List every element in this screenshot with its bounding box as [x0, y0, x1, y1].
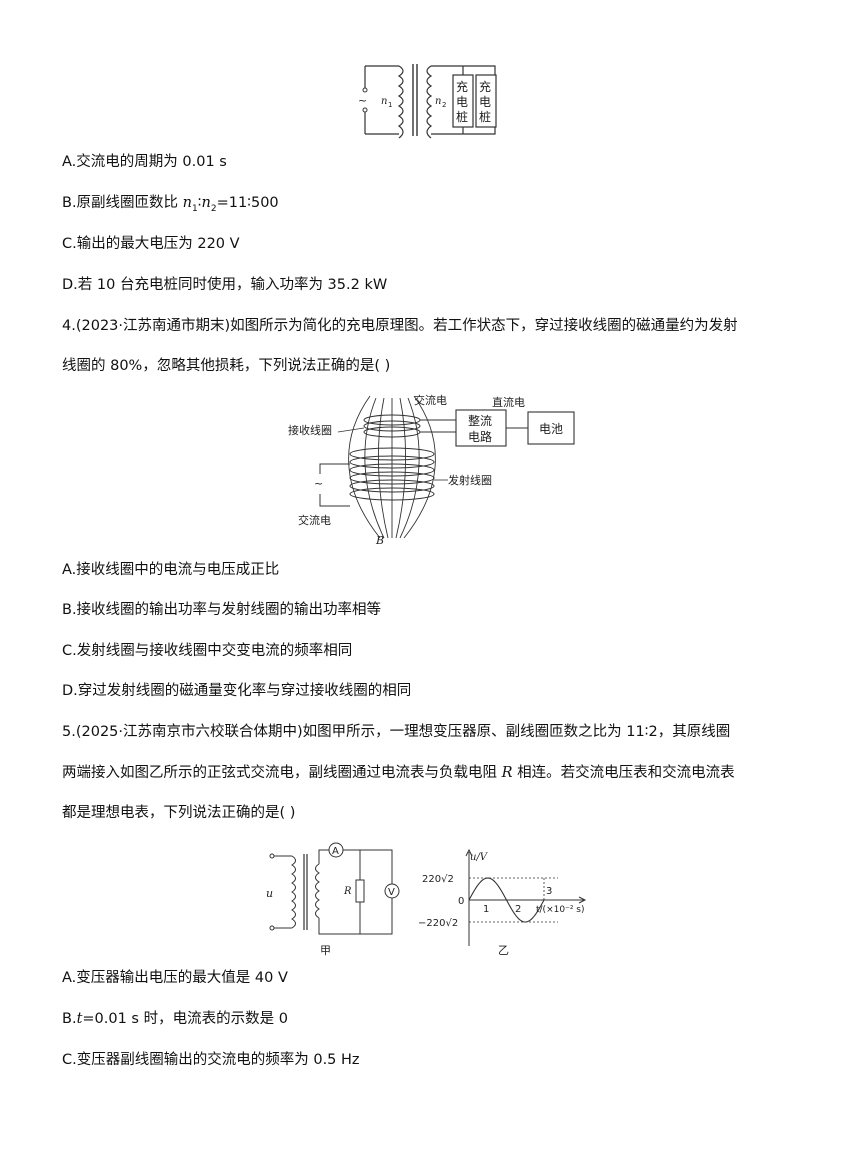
svg-text:A: A	[332, 846, 339, 857]
q4-option-b: B.接收线圈的输出功率与发射线圈的输出功率相等	[62, 602, 382, 618]
q5-stem-line1: 5.(2025·江苏南京市六校联合体期中)如图甲所示，一理想变压器原、副线圈匝数…	[62, 724, 731, 740]
q5-stem-line3: 都是理想电表，下列说法正确的是( )	[62, 805, 296, 821]
sine-wave	[468, 877, 545, 923]
svg-text:电路: 电路	[468, 429, 492, 444]
charging-pile-box	[452, 74, 474, 128]
svg-text:充: 充	[479, 79, 491, 94]
positive-peak-label: 220√2	[422, 874, 454, 885]
svg-text:充: 充	[456, 79, 468, 94]
fig-yi-label: 乙	[498, 944, 509, 957]
q5-option-a: A.变压器输出电压的最大值是 40 V	[62, 970, 288, 986]
transmitting-coil-label: 发射线圈	[448, 473, 492, 487]
n2-label: n	[435, 96, 441, 107]
svg-text:桩: 桩	[479, 109, 491, 124]
q5-option-c: C.变压器副线圈输出的交流电的频率为 0.5 Hz	[62, 1052, 360, 1068]
ac-top-label: 交流电	[414, 393, 447, 407]
svg-text:电: 电	[456, 95, 468, 109]
t-axis-label: t/(×10⁻² s)	[536, 905, 585, 915]
ammeter-icon	[328, 842, 344, 858]
q3-option-d: D.若 10 台充电桩同时使用，输入功率为 35.2 kW	[62, 277, 388, 293]
charging-pile-box	[475, 74, 497, 128]
n1-label: n	[381, 96, 387, 107]
q3-option-c: C.输出的最大电压为 220 V	[62, 236, 240, 252]
svg-text:电: 电	[479, 95, 491, 109]
receiving-coil-label: 接收线圈	[288, 423, 332, 437]
svg-text:3: 3	[546, 886, 552, 897]
u-axis-label: u/V	[470, 852, 489, 863]
svg-text:整流: 整流	[468, 413, 492, 428]
dc-top-label: 直流电	[492, 395, 525, 409]
svg-text:R: R	[343, 886, 352, 897]
q3-option-a: A.交流电的周期为 0.01 s	[62, 154, 227, 170]
q4-option-d: D.穿过发射线圈的磁通量变化率与穿过接收线圈的相同	[62, 683, 412, 699]
svg-text:V: V	[388, 887, 395, 898]
fig-jia-label: 甲	[320, 944, 331, 957]
negative-peak-label: −220√2	[418, 918, 458, 929]
svg-text:2: 2	[442, 101, 446, 109]
resistor-icon	[355, 879, 365, 903]
transformer-charging-pile-figure: ~ n 1 n 2 充 电 桩 充 电 桩	[358, 64, 497, 139]
battery-box	[527, 411, 575, 445]
svg-text:电池: 电池	[539, 422, 563, 436]
voltmeter-icon	[384, 883, 400, 899]
svg-text:1: 1	[483, 904, 489, 915]
svg-text:2: 2	[515, 904, 521, 915]
q4-stem-line2: 线圈的 80%，忽略其他损耗，下列说法正确的是( )	[62, 358, 391, 374]
q4-option-c: C.发射线圈与接收线圈中交变电流的频率相同	[62, 643, 353, 659]
q4-option-a: A.接收线圈中的电流与电压成正比	[62, 562, 280, 578]
transformer-circuit-and-waveform-figure: u A R V 甲 u/V 220√2 −220√2 0 1 2 3 t/(×1…	[266, 842, 587, 957]
q5-option-b: B.t=0.01 s 时，电流表的示数是 0	[62, 1011, 288, 1027]
u-label: u	[266, 887, 273, 900]
ac-bottom-label: 交流电	[298, 513, 331, 527]
svg-text:1: 1	[388, 101, 392, 109]
q3-option-b: B.原副线圈匝数比 n1∶n2=11∶500	[62, 195, 279, 214]
svg-text:桩: 桩	[456, 109, 468, 124]
tilde-symbol: ~	[314, 477, 323, 490]
b-field-label: B	[375, 534, 384, 547]
q5-stem-line2: 两端接入如图乙所示的正弦式交流电，副线圈通过电流表与负载电阻 R 相连。若交流电…	[62, 765, 735, 781]
q4-stem-line1: 4.(2023·江苏南通市期末)如图所示为简化的充电原理图。若工作状态下，穿过接…	[62, 318, 738, 334]
tilde-symbol: ~	[358, 94, 367, 107]
svg-text:0: 0	[458, 896, 464, 907]
wireless-charging-figure: 整流 电路 电池 交流电 直流电 接收线圈 发射线圈 ~ 交流电 B	[288, 393, 575, 547]
